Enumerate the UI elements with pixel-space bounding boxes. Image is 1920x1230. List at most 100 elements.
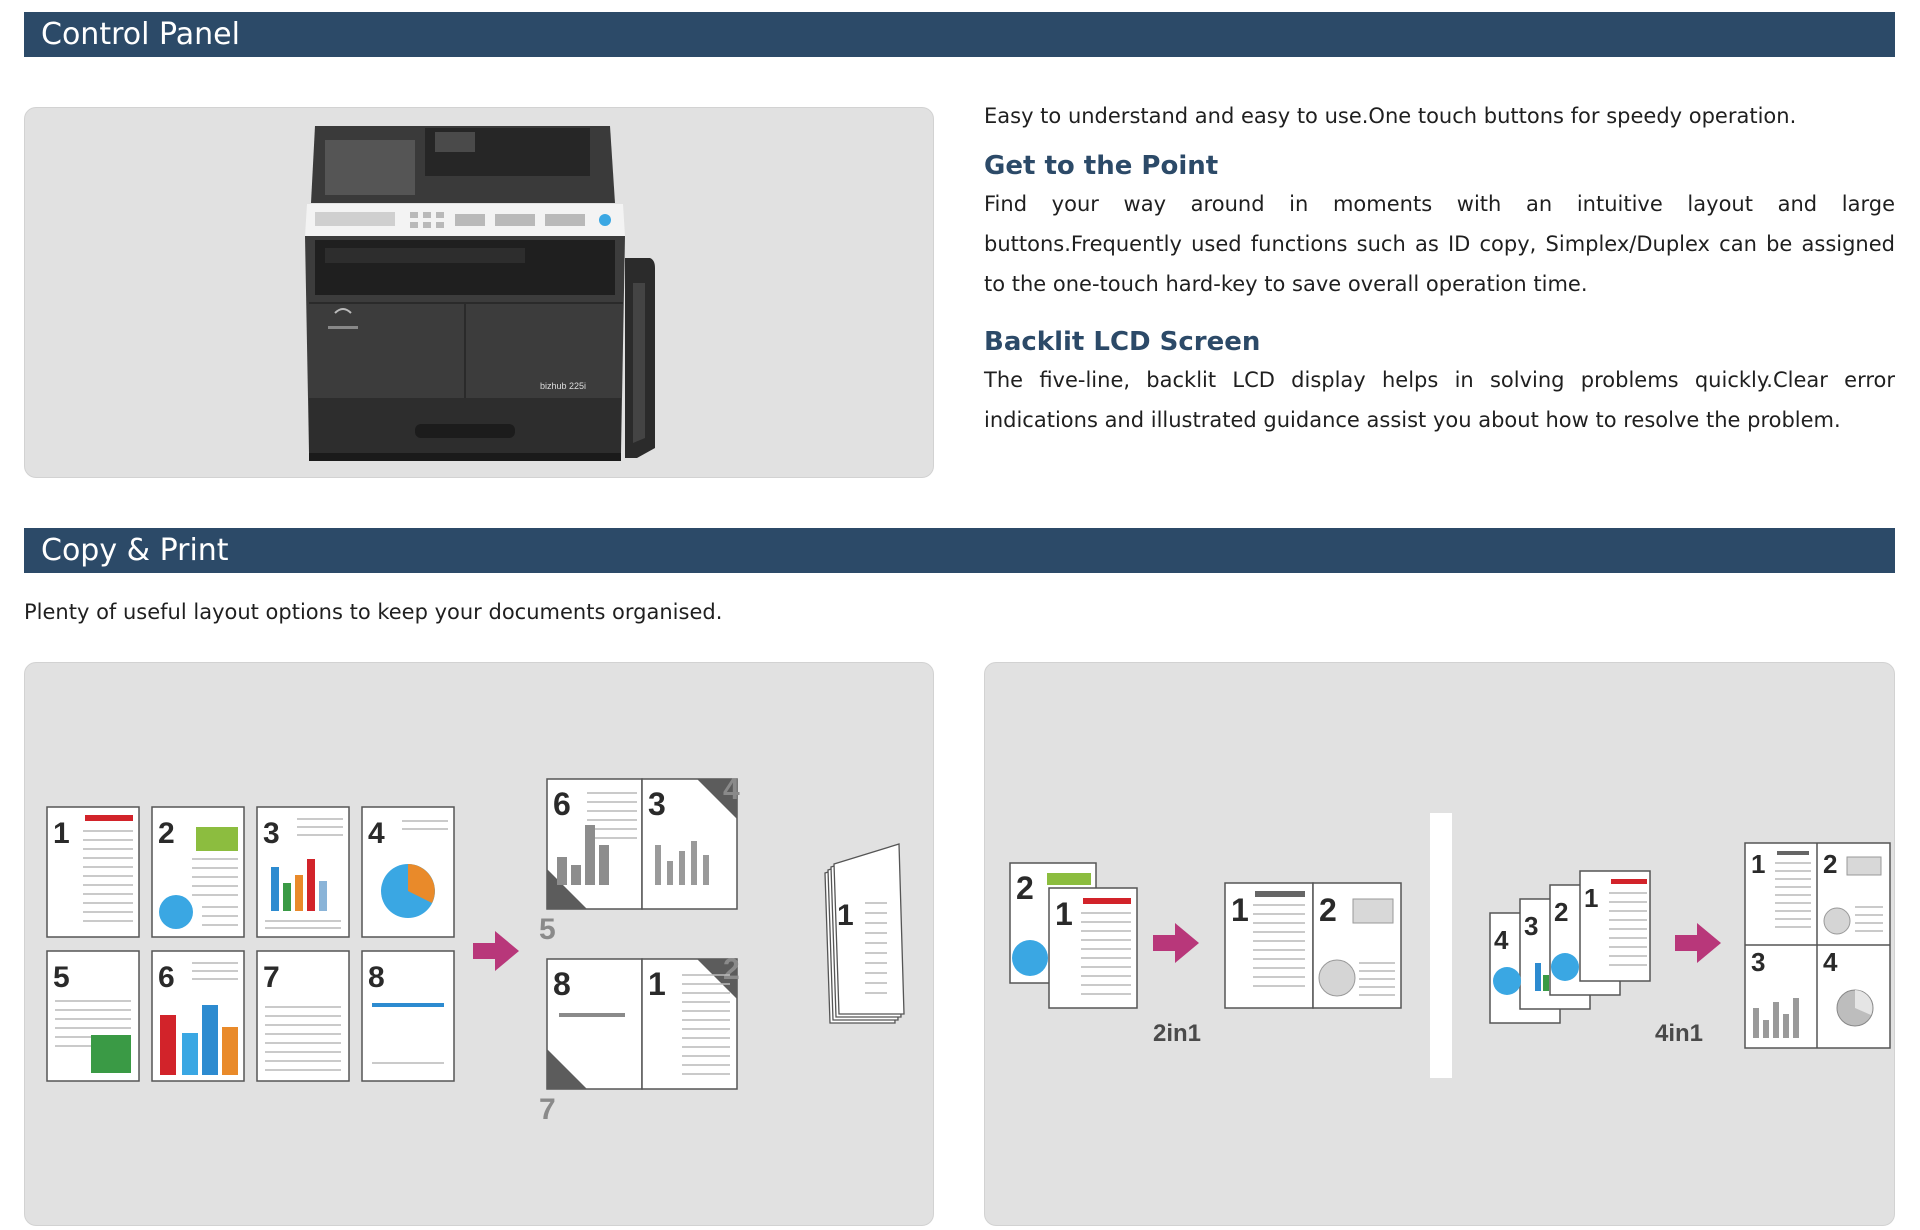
spread-right-number: 1 [648, 966, 666, 1002]
text-lines [202, 906, 238, 926]
chart-bar [1773, 1002, 1779, 1038]
chart-bar [295, 875, 303, 911]
feature-text-backlit-lcd: The five-line, backlit LCD display helps… [984, 368, 1895, 432]
model-label: bizhub 225i [540, 381, 586, 391]
red-header-bar [1611, 879, 1647, 884]
text-lines [192, 858, 238, 896]
chart-bar [667, 861, 673, 885]
image-block [1352, 898, 1394, 924]
source-page: 6 [151, 950, 245, 1082]
feeder-slot [435, 132, 475, 152]
page-number: 6 [158, 961, 175, 994]
back-right-number: 2 [723, 953, 740, 986]
source-sheet [1579, 870, 1651, 982]
output-paper [325, 248, 525, 263]
chart-bar [1783, 1014, 1789, 1038]
page-number: 1 [53, 817, 70, 850]
chart-bar [307, 859, 315, 911]
text-lines [682, 974, 730, 1075]
feature-heading-get-to-the-point: Get to the Point [984, 151, 1219, 181]
control-panel-intro: Easy to understand and easy to use.One t… [984, 104, 1797, 128]
source-page: 4 [361, 806, 455, 938]
text-lines [587, 792, 637, 839]
control-panel-text: Easy to understand and easy to use.One t… [984, 96, 1895, 440]
spread-left-number: 8 [553, 966, 571, 1002]
finished-booklet-icon: 1 [824, 843, 905, 1024]
chart-bar [1793, 998, 1799, 1038]
booklet-page-number: 1 [837, 899, 854, 932]
text-lines [265, 920, 341, 929]
drawer-handle[interactable] [415, 424, 515, 438]
direction-arrow-icon [1153, 923, 1199, 963]
result-page-number: 3 [1751, 947, 1765, 977]
source-page-number: 1 [1055, 896, 1073, 932]
source-page: 7 [256, 950, 350, 1082]
pie-slice [408, 864, 435, 903]
source-sheet-front [1048, 887, 1138, 1009]
image-block [1846, 856, 1882, 876]
direction-arrow-icon [473, 931, 519, 971]
booklet-spread: 8 1 2 7 [539, 953, 740, 1126]
chart-bar [655, 845, 661, 885]
chart-bar [1753, 1008, 1759, 1038]
source-page-number: 2 [1554, 897, 1568, 927]
text-lines [265, 1006, 341, 1071]
back-left-number: 7 [539, 1093, 556, 1126]
back-left-number: 5 [539, 913, 556, 946]
chart-bar [585, 825, 595, 885]
blue-rule [372, 1003, 444, 1007]
side-tray-slot [633, 283, 645, 443]
text-lines [83, 830, 133, 922]
text-lines [1081, 912, 1131, 995]
feeder-side [325, 140, 415, 195]
text-lines [402, 820, 448, 830]
page-sheet [361, 950, 455, 1082]
source-page-number: 3 [1524, 911, 1538, 941]
result-page-number: 1 [1231, 892, 1249, 928]
chart-bar [691, 841, 697, 885]
printer-image-panel: bizhub 225i [24, 107, 934, 478]
booklet-lines [865, 902, 887, 994]
page-sheet [46, 806, 140, 938]
lcd-screen [315, 212, 395, 226]
start-key [599, 214, 611, 226]
blue-circle [1551, 953, 1579, 981]
chart-bar [182, 1033, 198, 1075]
chart-bar [599, 845, 609, 885]
page-number: 5 [53, 961, 70, 994]
printer-illustration: bizhub 225i [305, 126, 655, 461]
source-page-number: 2 [1016, 870, 1034, 906]
chart-bar [1535, 963, 1541, 991]
chart-bar [557, 857, 567, 885]
back-right-number: 4 [723, 773, 740, 806]
fold-corner-right [697, 779, 737, 819]
page-number: 4 [368, 817, 385, 850]
text-lines [1253, 904, 1305, 987]
two-in-one-source: 21 [1009, 862, 1138, 1009]
green-block [1047, 873, 1091, 885]
result-page-number: 2 [1823, 849, 1837, 879]
fold-corner-left [547, 1049, 587, 1089]
page-number: 3 [263, 817, 280, 850]
brand-wordmark [328, 326, 358, 329]
four-in-one-label: 4in1 [1655, 1020, 1703, 1047]
text-lines [297, 818, 343, 836]
chart-bar [319, 881, 327, 911]
source-page: 8 [361, 950, 455, 1082]
chart-bar [160, 1015, 176, 1075]
chart-bar [1543, 975, 1549, 991]
source-page-number: 1 [1584, 883, 1598, 913]
copy-print-header: Copy & Print [24, 528, 1895, 573]
blue-circle [159, 895, 193, 929]
direction-arrow-icon [1675, 923, 1721, 963]
header-bar [1255, 891, 1305, 897]
source-page: 3 [256, 806, 350, 938]
divider [1430, 813, 1452, 1078]
circle-block [1318, 959, 1356, 997]
spread-left-number: 6 [553, 786, 571, 822]
chart-bar [222, 1027, 238, 1075]
